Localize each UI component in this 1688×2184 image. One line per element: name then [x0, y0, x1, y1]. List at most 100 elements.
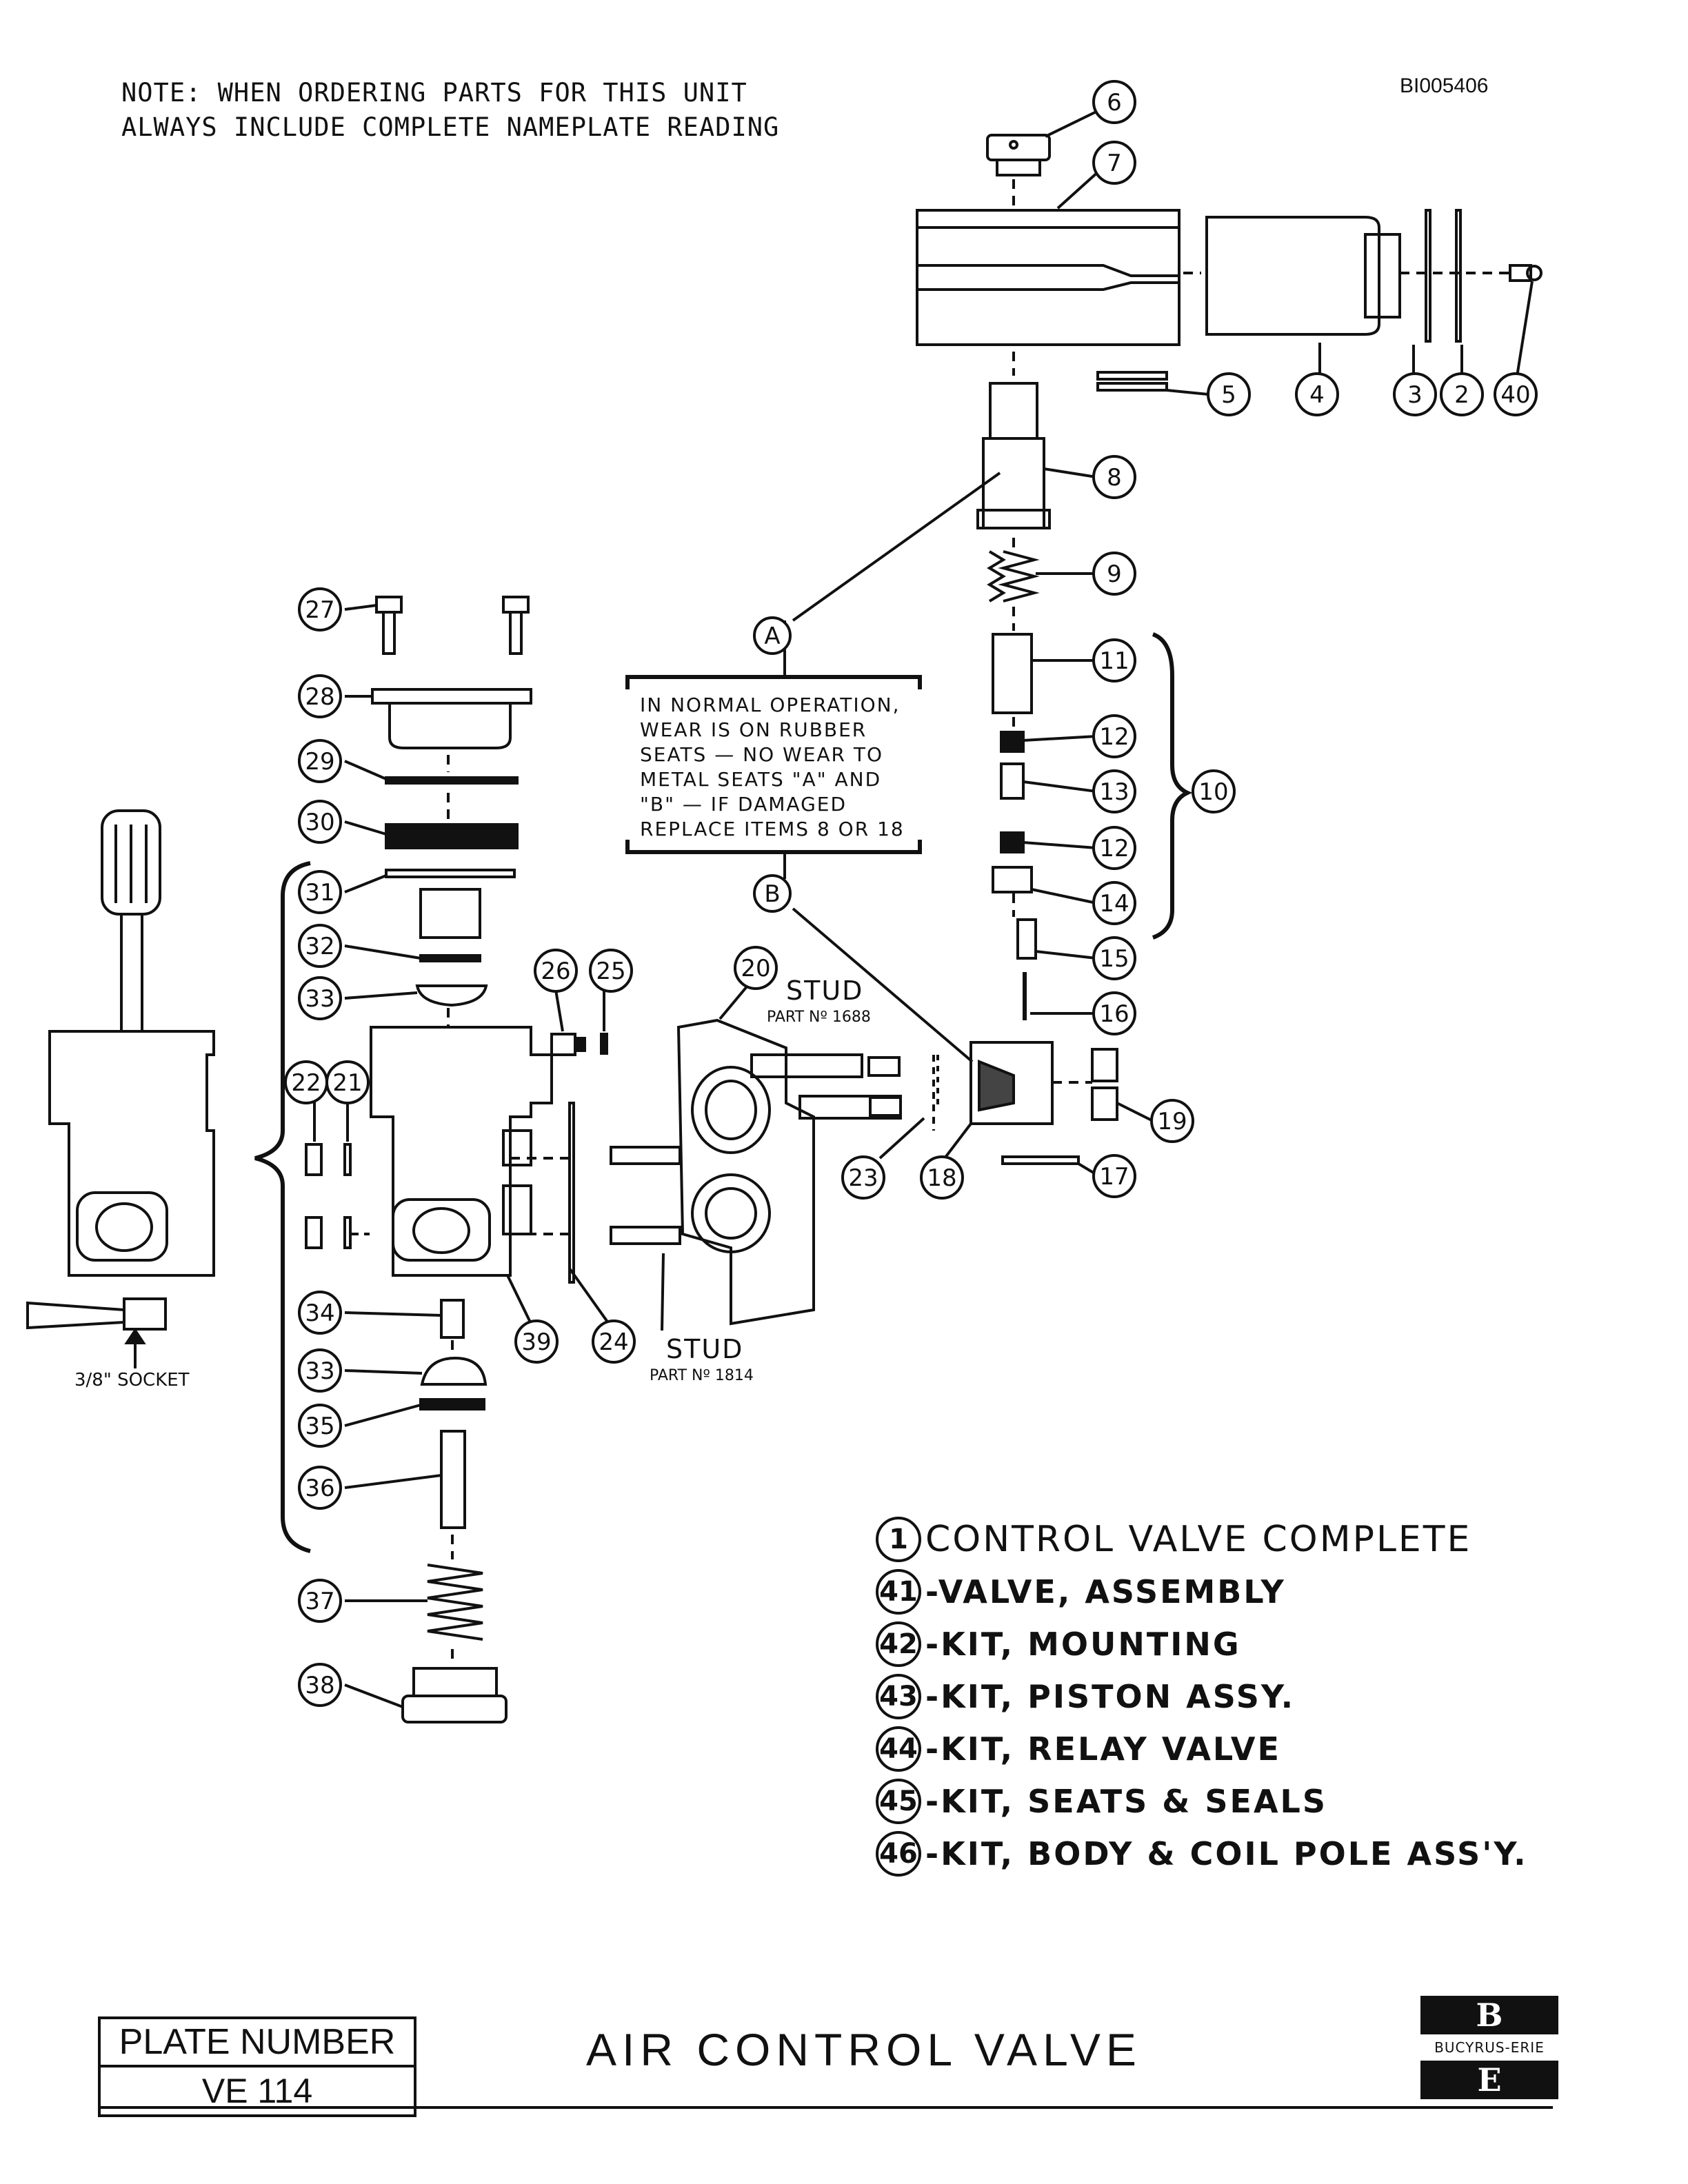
bucyrus-erie-logo: B BUCYRUS-ERIE E: [1420, 1996, 1558, 2099]
plate-number-box: PLATE NUMBER VE 114: [98, 2016, 416, 2117]
balloon-21: 21: [332, 1069, 362, 1097]
part-11-piston: [992, 633, 1033, 714]
balloon-17: 17: [1099, 1163, 1129, 1191]
balloon-31: 31: [305, 879, 334, 907]
balloon-33a: 33: [305, 985, 334, 1013]
balloon-29: 29: [305, 748, 334, 776]
balloon-8: 8: [1107, 464, 1122, 492]
stud-top-label: STUD: [786, 975, 863, 1006]
stud-top-part: PART Nº 1688: [767, 1009, 871, 1026]
balloon-11: 11: [1099, 647, 1129, 675]
balloon-13: 13: [1099, 778, 1129, 806]
note-line-2: ALWAYS INCLUDE COMPLETE NAMEPLATE READIN…: [121, 112, 780, 142]
plate-number-value: VE 114: [201, 2072, 313, 2110]
callout-line-1: IN NORMAL OPERATION,: [640, 694, 901, 716]
stud-bottom-part: PART Nº 1814: [650, 1367, 754, 1384]
balloon-18: 18: [927, 1164, 956, 1192]
screwdriver-handle: [101, 809, 161, 1033]
logo-bottom-block: E: [1420, 2061, 1558, 2099]
legend-row-44: 44 -KIT, RELAY VALVE: [876, 1723, 1528, 1775]
balloon-4: 4: [1309, 381, 1325, 409]
legend-label-45: -KIT, SEATS & SEALS: [925, 1783, 1327, 1820]
footer-divider: [98, 2106, 1553, 2109]
balloon-10: 10: [1198, 778, 1228, 806]
callout-line-2: WEAR IS ON RUBBER: [640, 718, 867, 741]
balloon-25: 25: [596, 958, 625, 985]
document-id: BI005406: [1400, 74, 1489, 97]
legend-label-42: -KIT, MOUNTING: [925, 1626, 1241, 1663]
balloon-37: 37: [305, 1588, 334, 1615]
balloon-40: 40: [1500, 381, 1530, 409]
drawing-title: AIR CONTROL VALVE: [586, 2024, 1142, 2075]
part-7-coil-housing: [916, 209, 1180, 346]
balloon-34: 34: [305, 1300, 334, 1327]
legend-row-complete: 1 CONTROL VALVE COMPLETE: [876, 1513, 1528, 1566]
balloon-7: 7: [1107, 150, 1122, 177]
part-26-fitting: [550, 1033, 586, 1056]
stud-bottom-label: STUD: [666, 1334, 743, 1364]
socket-wrench: [26, 1297, 167, 1368]
note-line-1: NOTE: WHEN ORDERING PARTS FOR THIS UNIT: [121, 78, 747, 108]
legend-label-46: -KIT, BODY & COIL POLE ASS'Y.: [925, 1835, 1528, 1872]
balloon-22: 22: [291, 1069, 321, 1097]
balloon-26: 26: [541, 958, 570, 985]
part-4-coil: [1205, 216, 1401, 336]
legend-label-44: -KIT, RELAY VALVE: [925, 1730, 1281, 1768]
balloon-28: 28: [305, 683, 334, 711]
socket-label: 3/8" SOCKET: [74, 1370, 190, 1391]
balloon-24: 24: [599, 1328, 628, 1356]
balloon-6: 6: [1107, 89, 1122, 117]
marker-b: B: [764, 880, 780, 908]
marker-a: A: [764, 623, 780, 650]
valve-body-tool-view: [48, 1030, 215, 1277]
balloon-30: 30: [305, 809, 334, 836]
balloon-9: 9: [1107, 560, 1122, 588]
logo-top-block: B: [1420, 1996, 1558, 2034]
part-28-cover: [371, 688, 532, 749]
part-39-valve-body: [370, 1026, 553, 1277]
balloon-12b: 12: [1099, 835, 1129, 862]
balloon-2: 2: [1454, 381, 1469, 409]
legend-row-43: 43 -KIT, PISTON ASSY.: [876, 1670, 1528, 1723]
balloon-38: 38: [305, 1672, 334, 1699]
legend-num-41: 41: [876, 1569, 921, 1615]
balloon-33b: 33: [305, 1357, 334, 1385]
balloon-3: 3: [1407, 381, 1423, 409]
legend-num-43: 43: [876, 1674, 921, 1719]
part-37-spring: [427, 1564, 483, 1641]
ordering-note: NOTE: WHEN ORDERING PARTS FOR THIS UNIT …: [121, 76, 779, 145]
part-40-screw: [1509, 264, 1543, 282]
part-9-spring: [987, 550, 1006, 603]
callout-line-4: METAL SEATS "A" AND: [640, 768, 881, 791]
part-24-gasket: [568, 1102, 575, 1284]
balloon-20: 20: [741, 955, 770, 982]
balloon-36: 36: [305, 1475, 334, 1502]
legend-row-42: 42 -KIT, MOUNTING: [876, 1618, 1528, 1670]
callout-line-3: SEATS — NO WEAR TO: [640, 743, 883, 766]
legend-label-41: -VALVE, ASSEMBLY: [925, 1573, 1286, 1610]
balloon-39: 39: [521, 1328, 551, 1356]
part-20-mounting-body: [676, 1018, 815, 1326]
legend-row-46: 46 -KIT, BODY & COIL POLE ASS'Y.: [876, 1828, 1528, 1880]
balloon-16: 16: [1099, 1000, 1129, 1028]
kit-legend: 1 CONTROL VALVE COMPLETE 41 -VALVE, ASSE…: [876, 1513, 1528, 1880]
balloon-12a: 12: [1099, 723, 1129, 751]
balloon-35: 35: [305, 1413, 334, 1440]
legend-num-1: 1: [876, 1517, 921, 1562]
part-14-seat: [992, 866, 1033, 893]
balloon-27: 27: [305, 596, 334, 624]
legend-label-43: -KIT, PISTON ASSY.: [925, 1678, 1296, 1715]
legend-num-45: 45: [876, 1779, 921, 1824]
legend-label-complete: CONTROL VALVE COMPLETE: [925, 1519, 1472, 1560]
part-18-relay-body: [969, 1041, 1054, 1125]
legend-num-44: 44: [876, 1726, 921, 1772]
callout-box-frame: [625, 675, 922, 854]
balloon-15: 15: [1099, 945, 1129, 973]
balloon-14: 14: [1099, 890, 1129, 918]
balloon-19: 19: [1157, 1108, 1187, 1135]
part-38-end-cap: [401, 1667, 508, 1723]
balloon-5: 5: [1221, 381, 1236, 409]
legend-num-42: 42: [876, 1621, 921, 1667]
logo-brand-text: BUCYRUS-ERIE: [1434, 2039, 1545, 2056]
part-6-cap-drawing: [986, 134, 1051, 176]
